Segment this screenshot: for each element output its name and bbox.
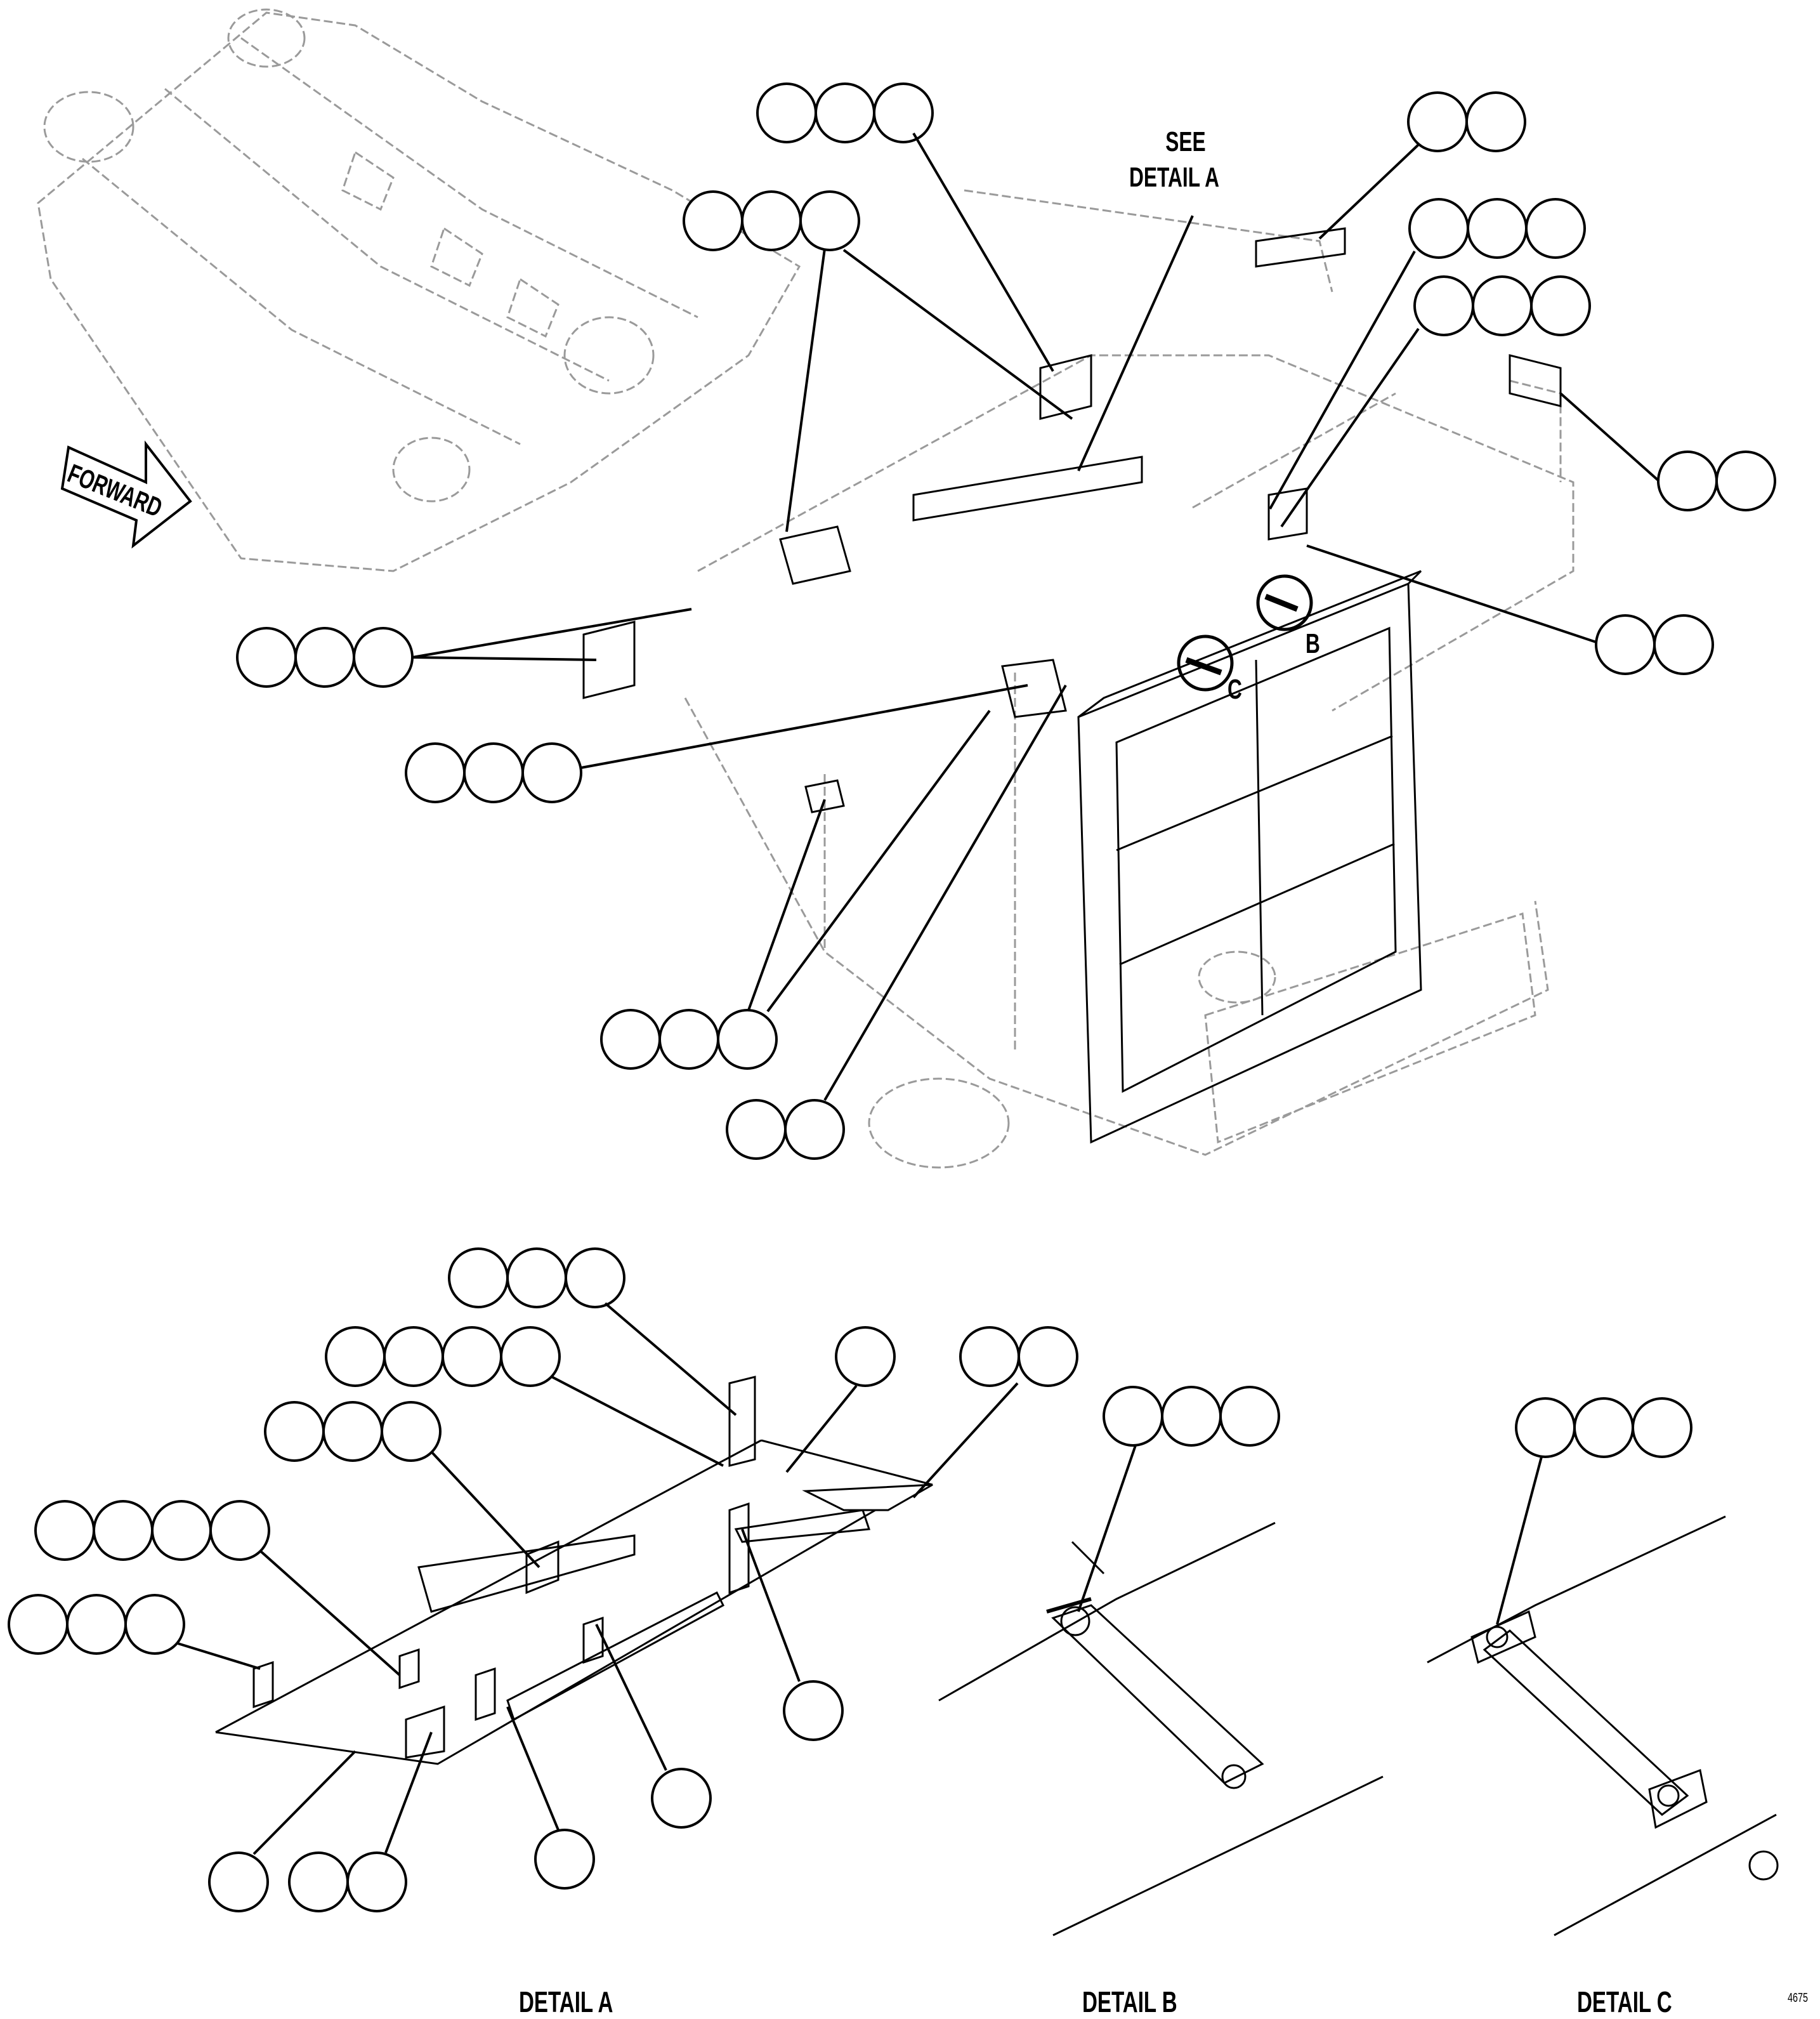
view-c-indicator — [1177, 635, 1234, 692]
frame-assembly-ghost — [684, 189, 1574, 1169]
view-b-label: B — [1306, 628, 1320, 659]
detail-c-title: DETAIL C — [1577, 1985, 1672, 2018]
figure-number: 4675 — [1788, 1991, 1809, 2005]
detail-a-title: DETAIL A — [519, 1985, 613, 2018]
detail-b-callout-balloons — [1103, 1386, 1280, 1447]
detail-b-title: DETAIL B — [1082, 1985, 1177, 2018]
detail-c-leader-line — [1496, 1456, 1543, 1625]
detail-b-leader-line — [1077, 1445, 1137, 1612]
detail-c-callout-balloons — [1515, 1397, 1692, 1458]
detail-b-drawing — [938, 1522, 1384, 1937]
detail-a-drawing — [215, 1376, 933, 1765]
view-c-label: C — [1228, 674, 1242, 705]
boom-assembly-ghost — [37, 8, 801, 572]
radiator-core — [1077, 570, 1422, 1144]
view-b-indicator — [1256, 574, 1313, 631]
leader-lines-main — [412, 132, 1660, 1102]
see-label: SEE — [1165, 126, 1206, 157]
callout-balloons-main — [236, 82, 1776, 1160]
detail-a-leader-lines — [177, 1302, 1019, 1855]
main-view-brackets — [582, 227, 1562, 813]
see-detail-a-note: SEE DETAIL A — [1129, 124, 1219, 195]
see-detail-a-label: DETAIL A — [1129, 162, 1219, 193]
detail-c-drawing — [1427, 1515, 1779, 1937]
forward-arrow — [60, 440, 192, 549]
detail-a-callout-balloons — [8, 1247, 1078, 1912]
